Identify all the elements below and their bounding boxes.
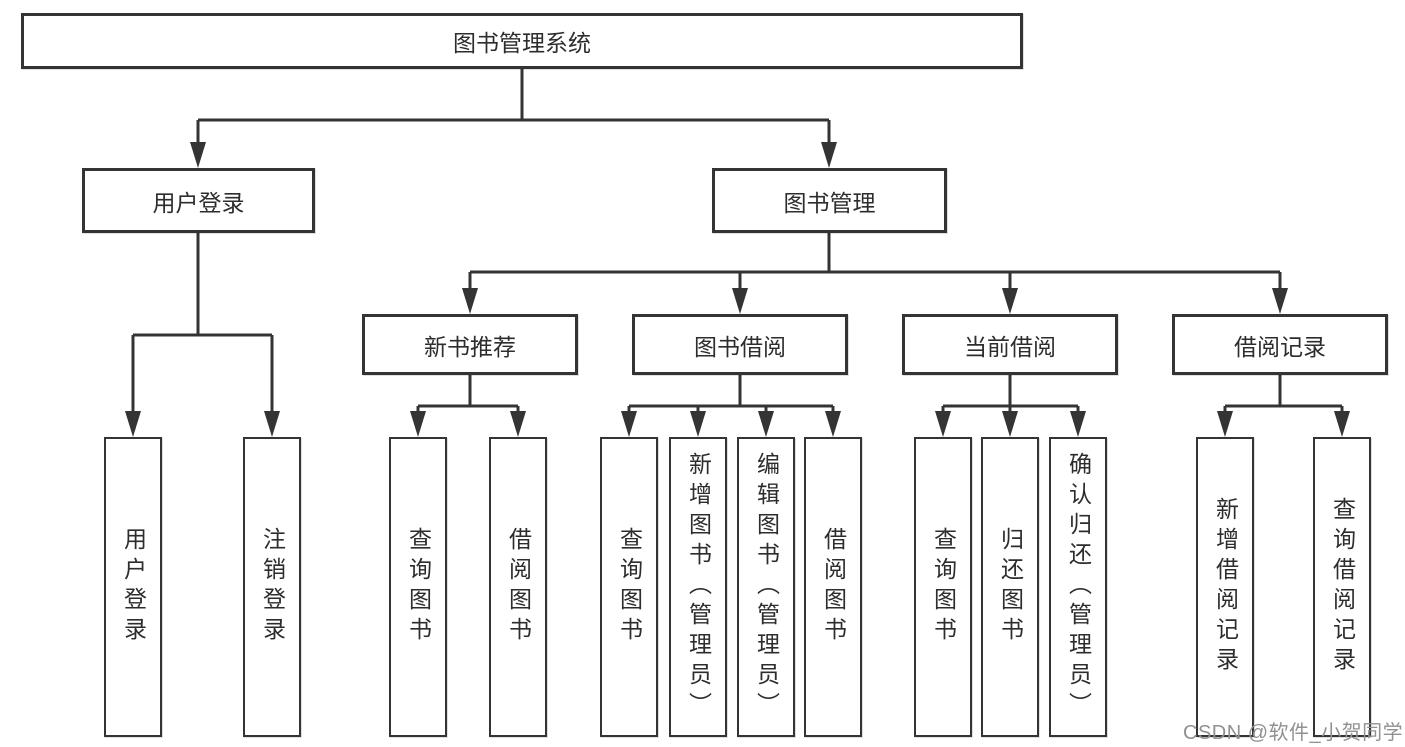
arrowhead — [1002, 288, 1018, 314]
arrowhead — [264, 411, 280, 437]
node-user-login: 用户登录 — [82, 168, 315, 233]
arrowhead — [410, 411, 426, 437]
node-leaf-query-books-recommend: 查询图书 — [389, 437, 447, 737]
arrowhead — [825, 411, 841, 437]
arrowhead — [1070, 411, 1086, 437]
node-leaf-add-borrow-record: 新增借阅记录 — [1196, 437, 1254, 737]
node-leaf-query-borrow-record: 查询借阅记录 — [1313, 437, 1371, 737]
arrowhead — [1334, 411, 1350, 437]
arrowhead — [621, 411, 637, 437]
arrowhead — [510, 411, 526, 437]
node-leaf-add-books-admin: 新增图书（管理员） — [669, 437, 727, 737]
node-current-borrow: 当前借阅 — [902, 314, 1118, 375]
arrowhead — [1217, 411, 1233, 437]
node-new-book-recommend: 新书推荐 — [362, 314, 578, 375]
node-book-management: 图书管理 — [712, 168, 947, 233]
node-leaf-return-books: 归还图书 — [981, 437, 1039, 737]
arrowhead — [1002, 411, 1018, 437]
arrowhead — [462, 288, 478, 314]
arrowhead — [758, 411, 774, 437]
node-leaf-borrow-books: 借阅图书 — [804, 437, 862, 737]
node-leaf-query-books-borrow: 查询图书 — [600, 437, 658, 737]
node-leaf-query-books-current: 查询图书 — [914, 437, 972, 737]
connector-root-to-level2 — [196, 69, 831, 146]
arrowhead — [125, 411, 141, 437]
node-leaf-borrow-books-recommend: 借阅图书 — [489, 437, 547, 737]
arrowhead — [821, 142, 837, 168]
node-leaf-confirm-return-admin: 确认归还（管理员） — [1049, 437, 1107, 737]
connector-user-login-children — [131, 233, 274, 415]
node-borrow-record: 借阅记录 — [1172, 314, 1388, 375]
watermark: CSDN @软件_小贺同学 — [1183, 722, 1404, 744]
arrowhead — [935, 411, 951, 437]
arrowhead — [732, 288, 748, 314]
node-leaf-logout: 注销登录 — [243, 437, 301, 737]
connector-book-mgmt-children — [468, 233, 1282, 292]
arrowhead — [190, 142, 206, 168]
arrowhead — [1272, 288, 1288, 314]
node-root-system: 图书管理系统 — [21, 13, 1023, 69]
arrowheads — [125, 142, 1350, 437]
node-leaf-user-login: 用户登录 — [104, 437, 162, 737]
connector-book-borrow-children — [627, 375, 835, 415]
node-leaf-edit-books-admin: 编辑图书（管理员） — [737, 437, 795, 737]
node-book-borrow: 图书借阅 — [632, 314, 848, 375]
connector-new-book-children — [416, 375, 520, 415]
connector-current-borrow-children — [941, 375, 1080, 415]
arrowhead — [690, 411, 706, 437]
connector-borrow-record-children — [1223, 375, 1344, 415]
connector-lines — [131, 69, 1344, 415]
